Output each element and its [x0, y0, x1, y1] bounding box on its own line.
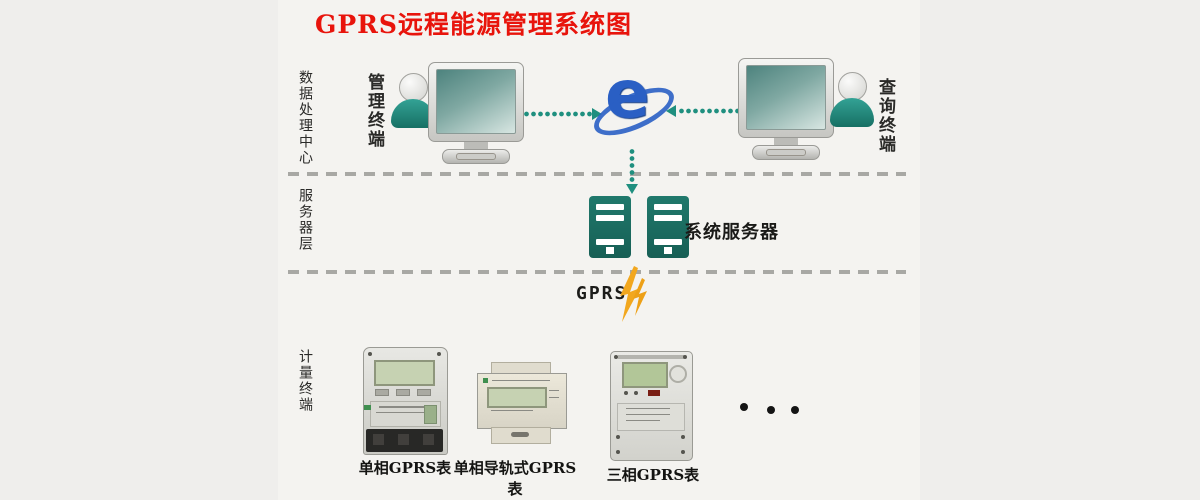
meter-button: [634, 391, 638, 395]
ellipsis-dot: [740, 403, 748, 411]
query-computer-icon: [738, 58, 834, 160]
meter-red-module: [648, 390, 660, 396]
ellipsis-dot: [767, 406, 775, 414]
din-rail-meter-icon: [477, 362, 567, 444]
server-slot-bar: [654, 215, 682, 221]
diagram-title: GPRS远程能源管理系统图: [315, 10, 632, 39]
person-body: [830, 98, 874, 127]
server-slot-bar: [654, 204, 682, 210]
person-body: [391, 99, 435, 128]
internet-explorer-icon: e: [587, 62, 681, 145]
meter-label-single-phase: 单相GPRS表: [358, 459, 452, 477]
meter-label-din-rail: 单相导轨式GPRS表: [453, 459, 577, 498]
arrow-query-to-browser: [678, 108, 740, 114]
terminal: [423, 434, 434, 445]
server-power-dot: [664, 247, 672, 254]
nameplate-text-line: [379, 406, 429, 408]
screw-icon: [616, 450, 620, 454]
screw-icon: [681, 450, 685, 454]
management-computer-icon: [428, 62, 524, 164]
meter-lcd: [374, 360, 435, 386]
server-power-dot: [606, 247, 614, 254]
server-slot-bar: [596, 204, 624, 210]
arrow-browser-to-server: [629, 148, 635, 184]
server-tower-icon: [589, 196, 631, 258]
nameplate-text-line: [376, 412, 432, 413]
nameplate-text-line: [491, 410, 533, 411]
monitor-screen: [746, 65, 826, 130]
monitor-neck: [774, 138, 798, 145]
management-user-icon: [391, 73, 435, 128]
layer-divider-2: [288, 270, 906, 274]
nameplate-text-line: [492, 380, 550, 381]
indicator-line: [549, 397, 559, 398]
query-terminal-label: 查询终端: [875, 78, 895, 154]
screw-icon: [368, 352, 372, 356]
monitor-neck: [464, 142, 488, 149]
monitor-base-slot: [456, 153, 496, 160]
monitor-frame: [738, 58, 834, 138]
meter-nameplate: [617, 403, 685, 431]
meter-button: [624, 391, 628, 395]
nameplate-text-line: [626, 414, 670, 415]
meter-dial: [669, 365, 687, 383]
layer-label-metering: 计量终端: [297, 349, 313, 413]
layer-label-server-layer: 服务器层: [297, 188, 313, 252]
system-server-label: 系统服务器: [684, 222, 779, 243]
meter-lcd: [622, 362, 668, 388]
server-slot-bar: [596, 215, 624, 221]
server-slot-bar: [654, 239, 682, 245]
screw-icon: [683, 355, 687, 359]
person-head: [398, 73, 428, 102]
screw-icon: [616, 435, 620, 439]
meter-button: [375, 389, 389, 396]
meter-header-strip: [618, 355, 684, 359]
meter-side-module: [424, 405, 437, 424]
rail-clip: [511, 432, 529, 437]
monitor-base: [442, 149, 510, 164]
single-phase-meter-icon: [363, 347, 448, 455]
screw-icon: [614, 355, 618, 359]
brand-mark: [483, 378, 488, 383]
query-user-icon: [830, 72, 874, 127]
monitor-frame: [428, 62, 524, 142]
layer-label-data-center: 数据处理中心: [297, 70, 313, 166]
gprs-network-label: GPRS: [576, 283, 628, 304]
server-slot-bar: [596, 239, 624, 245]
screw-icon: [681, 435, 685, 439]
meter-label-three-phase: 三相GPRS表: [606, 466, 700, 484]
brand-mark: [364, 405, 371, 410]
terminal: [398, 434, 409, 445]
arrowhead-down-icon: [626, 184, 638, 194]
lightning-bolt-icon: [618, 266, 648, 328]
layer-divider-1: [288, 172, 906, 176]
arrowhead-right-icon: [592, 108, 602, 120]
meter-button: [417, 389, 431, 396]
browser-e-glyph: e: [605, 56, 650, 133]
management-terminal-label: 管理终端: [364, 73, 384, 149]
ellipsis-dot: [791, 406, 799, 414]
monitor-base-slot: [766, 149, 806, 156]
three-phase-meter-icon: [610, 351, 693, 461]
monitor-base: [752, 145, 820, 160]
monitor-screen: [436, 69, 516, 134]
nameplate-text-line: [626, 420, 660, 421]
arrow-management-to-browser: [523, 111, 593, 117]
arrowhead-left-icon: [666, 105, 676, 117]
meter-button: [396, 389, 410, 396]
nameplate-text-line: [626, 408, 670, 409]
screw-icon: [437, 352, 441, 356]
person-head: [837, 72, 867, 101]
indicator-line: [549, 390, 559, 391]
terminal: [373, 434, 384, 445]
server-tower-icon: [647, 196, 689, 258]
meter-lcd: [487, 387, 547, 408]
